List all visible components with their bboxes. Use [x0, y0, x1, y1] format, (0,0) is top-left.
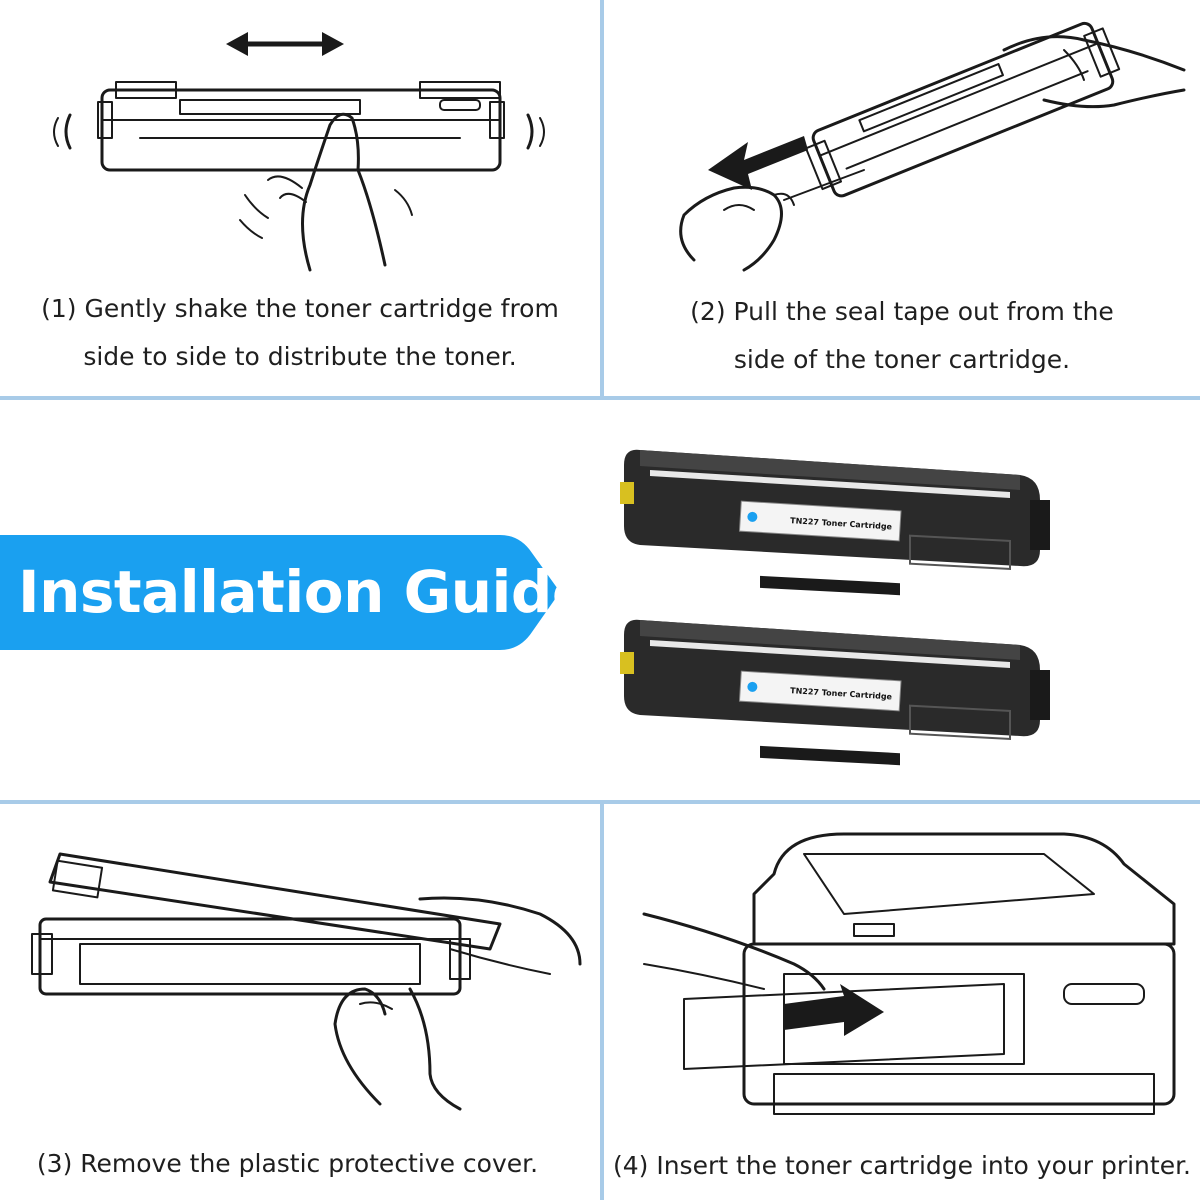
step-2-caption: (2) Pull the seal tape out from the side…	[604, 288, 1200, 384]
step-4-panel: (4) Insert the toner cartridge into your…	[604, 804, 1200, 1200]
top-divider	[0, 396, 1200, 400]
banner-title: Installation Guide	[18, 558, 591, 626]
step-3-line-1: (3) Remove the plastic protective cover.	[36, 1149, 539, 1178]
step-3-caption: (3) Remove the plastic protective cover.	[0, 1140, 575, 1188]
step-1-panel: (1) Gently shake the toner cartridge fro…	[0, 0, 600, 396]
double-arrow-icon	[226, 32, 344, 56]
installation-guide-banner	[0, 535, 560, 650]
step-4-caption: (4) Insert the toner cartridge into your…	[604, 1142, 1200, 1190]
pull-arrow-icon	[708, 136, 808, 190]
step-1-caption: (1) Gently shake the toner cartridge fro…	[0, 285, 600, 381]
step-2-line-2: side of the toner cartridge.	[733, 345, 1071, 374]
bottom-vertical-divider	[600, 802, 604, 1200]
shake-cartridge-illustration	[53, 32, 545, 272]
step-4-line-1: (4) Insert the toner cartridge into your…	[612, 1151, 1191, 1180]
step-3-panel: (3) Remove the plastic protective cover.	[0, 804, 600, 1200]
step-2-panel: (2) Pull the seal tape out from the side…	[604, 0, 1200, 396]
remove-cover-illustration	[31, 852, 582, 1111]
top-vertical-divider	[600, 0, 604, 398]
toner-cartridge-product-1: TN227 Toner Cartridge	[620, 449, 1050, 596]
step-2-line-1: (2) Pull the seal tape out from the	[690, 297, 1114, 326]
pull-seal-tape-illustration	[679, 21, 1186, 272]
insert-arrow-icon	[784, 984, 884, 1036]
toner-cartridge-product-2: TN227 Toner Cartridge	[620, 619, 1050, 766]
step-1-line-2: side to side to distribute the toner.	[83, 342, 517, 371]
step-1-line-1: (1) Gently shake the toner cartridge fro…	[41, 294, 559, 323]
insert-cartridge-illustration	[642, 832, 1176, 1115]
